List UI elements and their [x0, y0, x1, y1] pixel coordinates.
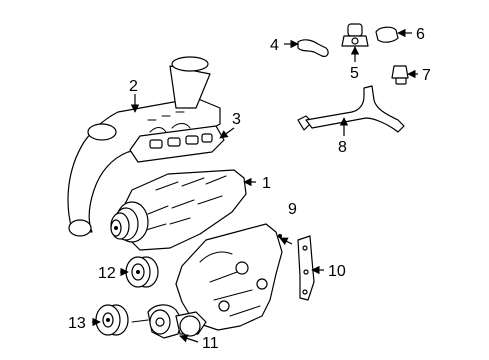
valve-part-7	[391, 65, 409, 85]
callout-12: 12	[98, 265, 116, 282]
gasket-part-3	[129, 125, 225, 163]
callout-13: 13	[68, 315, 86, 332]
supercharger-part-1	[110, 169, 247, 251]
callout-9: 9	[288, 201, 297, 218]
callout-5: 5	[350, 65, 359, 82]
tube-part-8	[297, 85, 405, 133]
callout-1: 1	[262, 175, 271, 192]
callout-2: 2	[129, 78, 138, 95]
mounting-bracket-part-9	[175, 223, 283, 331]
callout-10: 10	[328, 263, 346, 280]
hose-part-4	[297, 39, 329, 57]
callout-8: 8	[338, 139, 347, 156]
callout-6: 6	[416, 26, 425, 43]
callout-3: 3	[232, 111, 241, 128]
idler-pulley-part-12	[125, 256, 159, 288]
callout-7: 7	[422, 67, 431, 84]
callout-4: 4	[270, 37, 279, 54]
callout-leaders	[92, 28, 418, 343]
hose-part-6	[375, 26, 399, 43]
gasket-part-10	[297, 235, 315, 301]
callout-11: 11	[202, 335, 219, 352]
tensioner-part-11	[131, 304, 207, 339]
pulley-part-13	[95, 304, 129, 336]
fitting-part-5	[341, 23, 369, 47]
